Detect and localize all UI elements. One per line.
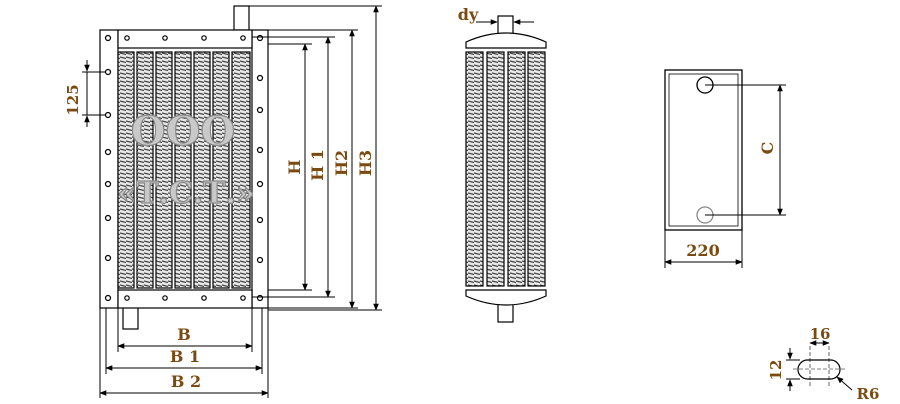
dim-h2-label: H2 bbox=[332, 150, 351, 176]
dim-b-label: B bbox=[177, 325, 191, 344]
dim-widths bbox=[99, 308, 269, 398]
dim-c-label: C bbox=[758, 142, 777, 155]
inlet-pipe-bottom bbox=[122, 304, 139, 330]
right-side-plate bbox=[251, 29, 269, 309]
mounting-holes-right bbox=[256, 34, 264, 302]
dim-b2-label: B 2 bbox=[171, 372, 201, 391]
dim-220-label: 220 bbox=[686, 241, 719, 260]
front-view bbox=[99, 5, 269, 330]
dim-heights bbox=[249, 5, 382, 311]
dim-pitch-125-label: 125 bbox=[64, 84, 82, 115]
slot-detail bbox=[793, 346, 846, 386]
dim-b1-label: B 1 bbox=[170, 347, 200, 366]
dim-h-label: H bbox=[285, 159, 304, 174]
side-header-bottom bbox=[465, 289, 547, 306]
header-holes bbox=[124, 35, 246, 301]
dim-h1-label: H 1 bbox=[308, 149, 327, 181]
dim-slot-radius-label: R6 bbox=[857, 385, 880, 403]
top-view bbox=[664, 69, 743, 231]
side-view bbox=[465, 15, 547, 323]
dim-slot-length-label: 16 bbox=[810, 325, 831, 343]
dim-c bbox=[705, 84, 786, 216]
side-finned-tubes bbox=[465, 51, 546, 287]
watermark-line-2: «Т.С.Т.» bbox=[117, 176, 254, 211]
dim-h3-label: H3 bbox=[356, 150, 375, 176]
slot-outline bbox=[797, 359, 841, 380]
top-view-outer bbox=[664, 69, 743, 231]
dim-dy-label: dy bbox=[458, 5, 479, 24]
side-header-top bbox=[465, 32, 547, 49]
top-header bbox=[117, 29, 253, 49]
bottom-header bbox=[117, 289, 253, 309]
dim-220 bbox=[664, 230, 743, 268]
side-pipe-top bbox=[497, 15, 514, 35]
outlet-pipe-top bbox=[233, 5, 250, 31]
watermark-line-1: ООО bbox=[131, 108, 236, 155]
dim-slot-height-label: 12 bbox=[767, 360, 785, 381]
finned-tubes bbox=[117, 51, 251, 289]
dim-slot bbox=[786, 340, 853, 391]
dim-pitch-125 bbox=[82, 60, 106, 127]
top-view-inner bbox=[668, 73, 739, 227]
